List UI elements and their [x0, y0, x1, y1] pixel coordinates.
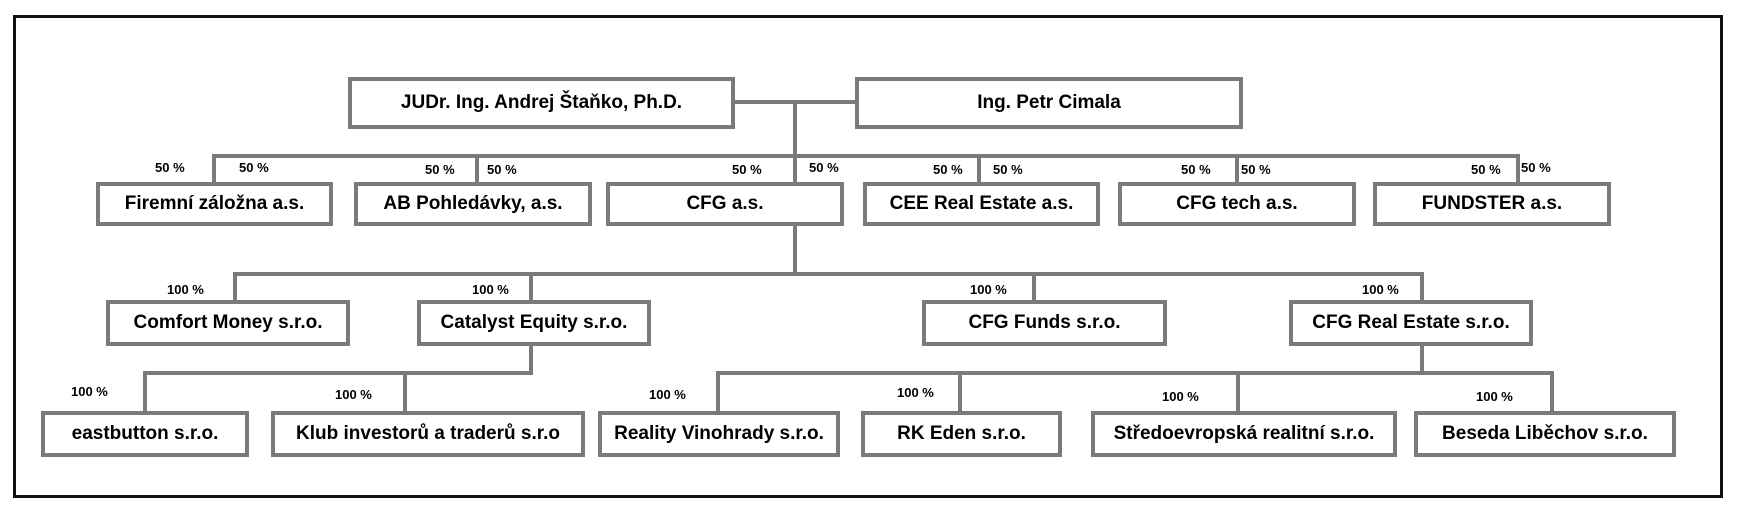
share-label: 100 %: [472, 282, 509, 297]
share-label: 100 %: [970, 282, 1007, 297]
company-box-cfg-as: CFG a.s.: [606, 182, 844, 226]
company-label: Středoevropská realitní s.r.o.: [1113, 423, 1375, 444]
company-label: CFG tech a.s.: [1176, 193, 1298, 214]
company-box-rk-eden: RK Eden s.r.o.: [861, 411, 1062, 457]
company-box-ab-pohledavky: AB Pohledávky, a.s.: [354, 182, 592, 226]
company-label: Comfort Money s.r.o.: [133, 312, 323, 333]
company-box-eastbutton: eastbutton s.r.o.: [41, 411, 249, 457]
company-box-fundster: FUNDSTER a.s.: [1373, 182, 1611, 226]
company-box-cfg-tech: CFG tech a.s.: [1118, 182, 1356, 226]
company-box-cfg-funds: CFG Funds s.r.o.: [922, 300, 1167, 346]
company-label: Catalyst Equity s.r.o.: [440, 312, 628, 333]
company-label: CFG a.s.: [686, 193, 764, 214]
share-label: 50 %: [732, 162, 762, 177]
company-label: Reality Vinohrady s.r.o.: [614, 423, 824, 444]
share-label: 50 %: [239, 160, 269, 175]
share-label: 100 %: [1162, 389, 1199, 404]
company-box-firemni-zalozna: Firemní záložna a.s.: [96, 182, 333, 226]
share-label: 50 %: [993, 162, 1023, 177]
share-label: 100 %: [71, 384, 108, 399]
company-box-reality-vinohrady: Reality Vinohrady s.r.o.: [598, 411, 840, 457]
share-label: 100 %: [649, 387, 686, 402]
company-box-catalyst-equity: Catalyst Equity s.r.o.: [417, 300, 651, 346]
share-label: 100 %: [897, 385, 934, 400]
company-label: eastbutton s.r.o.: [71, 423, 219, 444]
company-label: CFG Funds s.r.o.: [968, 312, 1121, 333]
share-label: 50 %: [933, 162, 963, 177]
company-box-cfg-real-estate: CFG Real Estate s.r.o.: [1289, 300, 1533, 346]
company-label: CEE Real Estate a.s.: [889, 193, 1074, 214]
company-box-cee-real-estate: CEE Real Estate a.s.: [863, 182, 1100, 226]
company-label: Firemní záložna a.s.: [124, 193, 305, 214]
company-label: RK Eden s.r.o.: [897, 423, 1026, 444]
company-label: AB Pohledávky, a.s.: [383, 193, 563, 214]
owner-box-cimala: Ing. Petr Cimala: [855, 77, 1243, 129]
share-label: 100 %: [1476, 389, 1513, 404]
share-label: 50 %: [1521, 160, 1551, 175]
share-label: 100 %: [335, 387, 372, 402]
share-label: 50 %: [809, 160, 839, 175]
owner-box-stanko: JUDr. Ing. Andrej Štaňko, Ph.D.: [348, 77, 735, 129]
share-label: 50 %: [155, 160, 185, 175]
owner-label: Ing. Petr Cimala: [977, 92, 1121, 113]
share-label: 100 %: [1362, 282, 1399, 297]
share-label: 50 %: [487, 162, 517, 177]
company-label: CFG Real Estate s.r.o.: [1312, 312, 1510, 333]
share-label: 50 %: [1181, 162, 1211, 177]
company-box-klub-investoru: Klub investorů a traderů s.r.o: [271, 411, 585, 457]
company-box-beseda-libechov: Beseda Liběchov s.r.o.: [1414, 411, 1676, 457]
company-label: Beseda Liběchov s.r.o.: [1442, 423, 1648, 444]
company-box-comfort-money: Comfort Money s.r.o.: [106, 300, 350, 346]
share-label: 50 %: [1471, 162, 1501, 177]
company-box-stredoevropska: Středoevropská realitní s.r.o.: [1091, 411, 1397, 457]
company-label: FUNDSTER a.s.: [1421, 193, 1563, 214]
owner-label: JUDr. Ing. Andrej Štaňko, Ph.D.: [400, 92, 683, 113]
share-label: 50 %: [425, 162, 455, 177]
company-label: Klub investorů a traderů s.r.o: [296, 423, 560, 444]
share-label: 100 %: [167, 282, 204, 297]
share-label: 50 %: [1241, 162, 1271, 177]
